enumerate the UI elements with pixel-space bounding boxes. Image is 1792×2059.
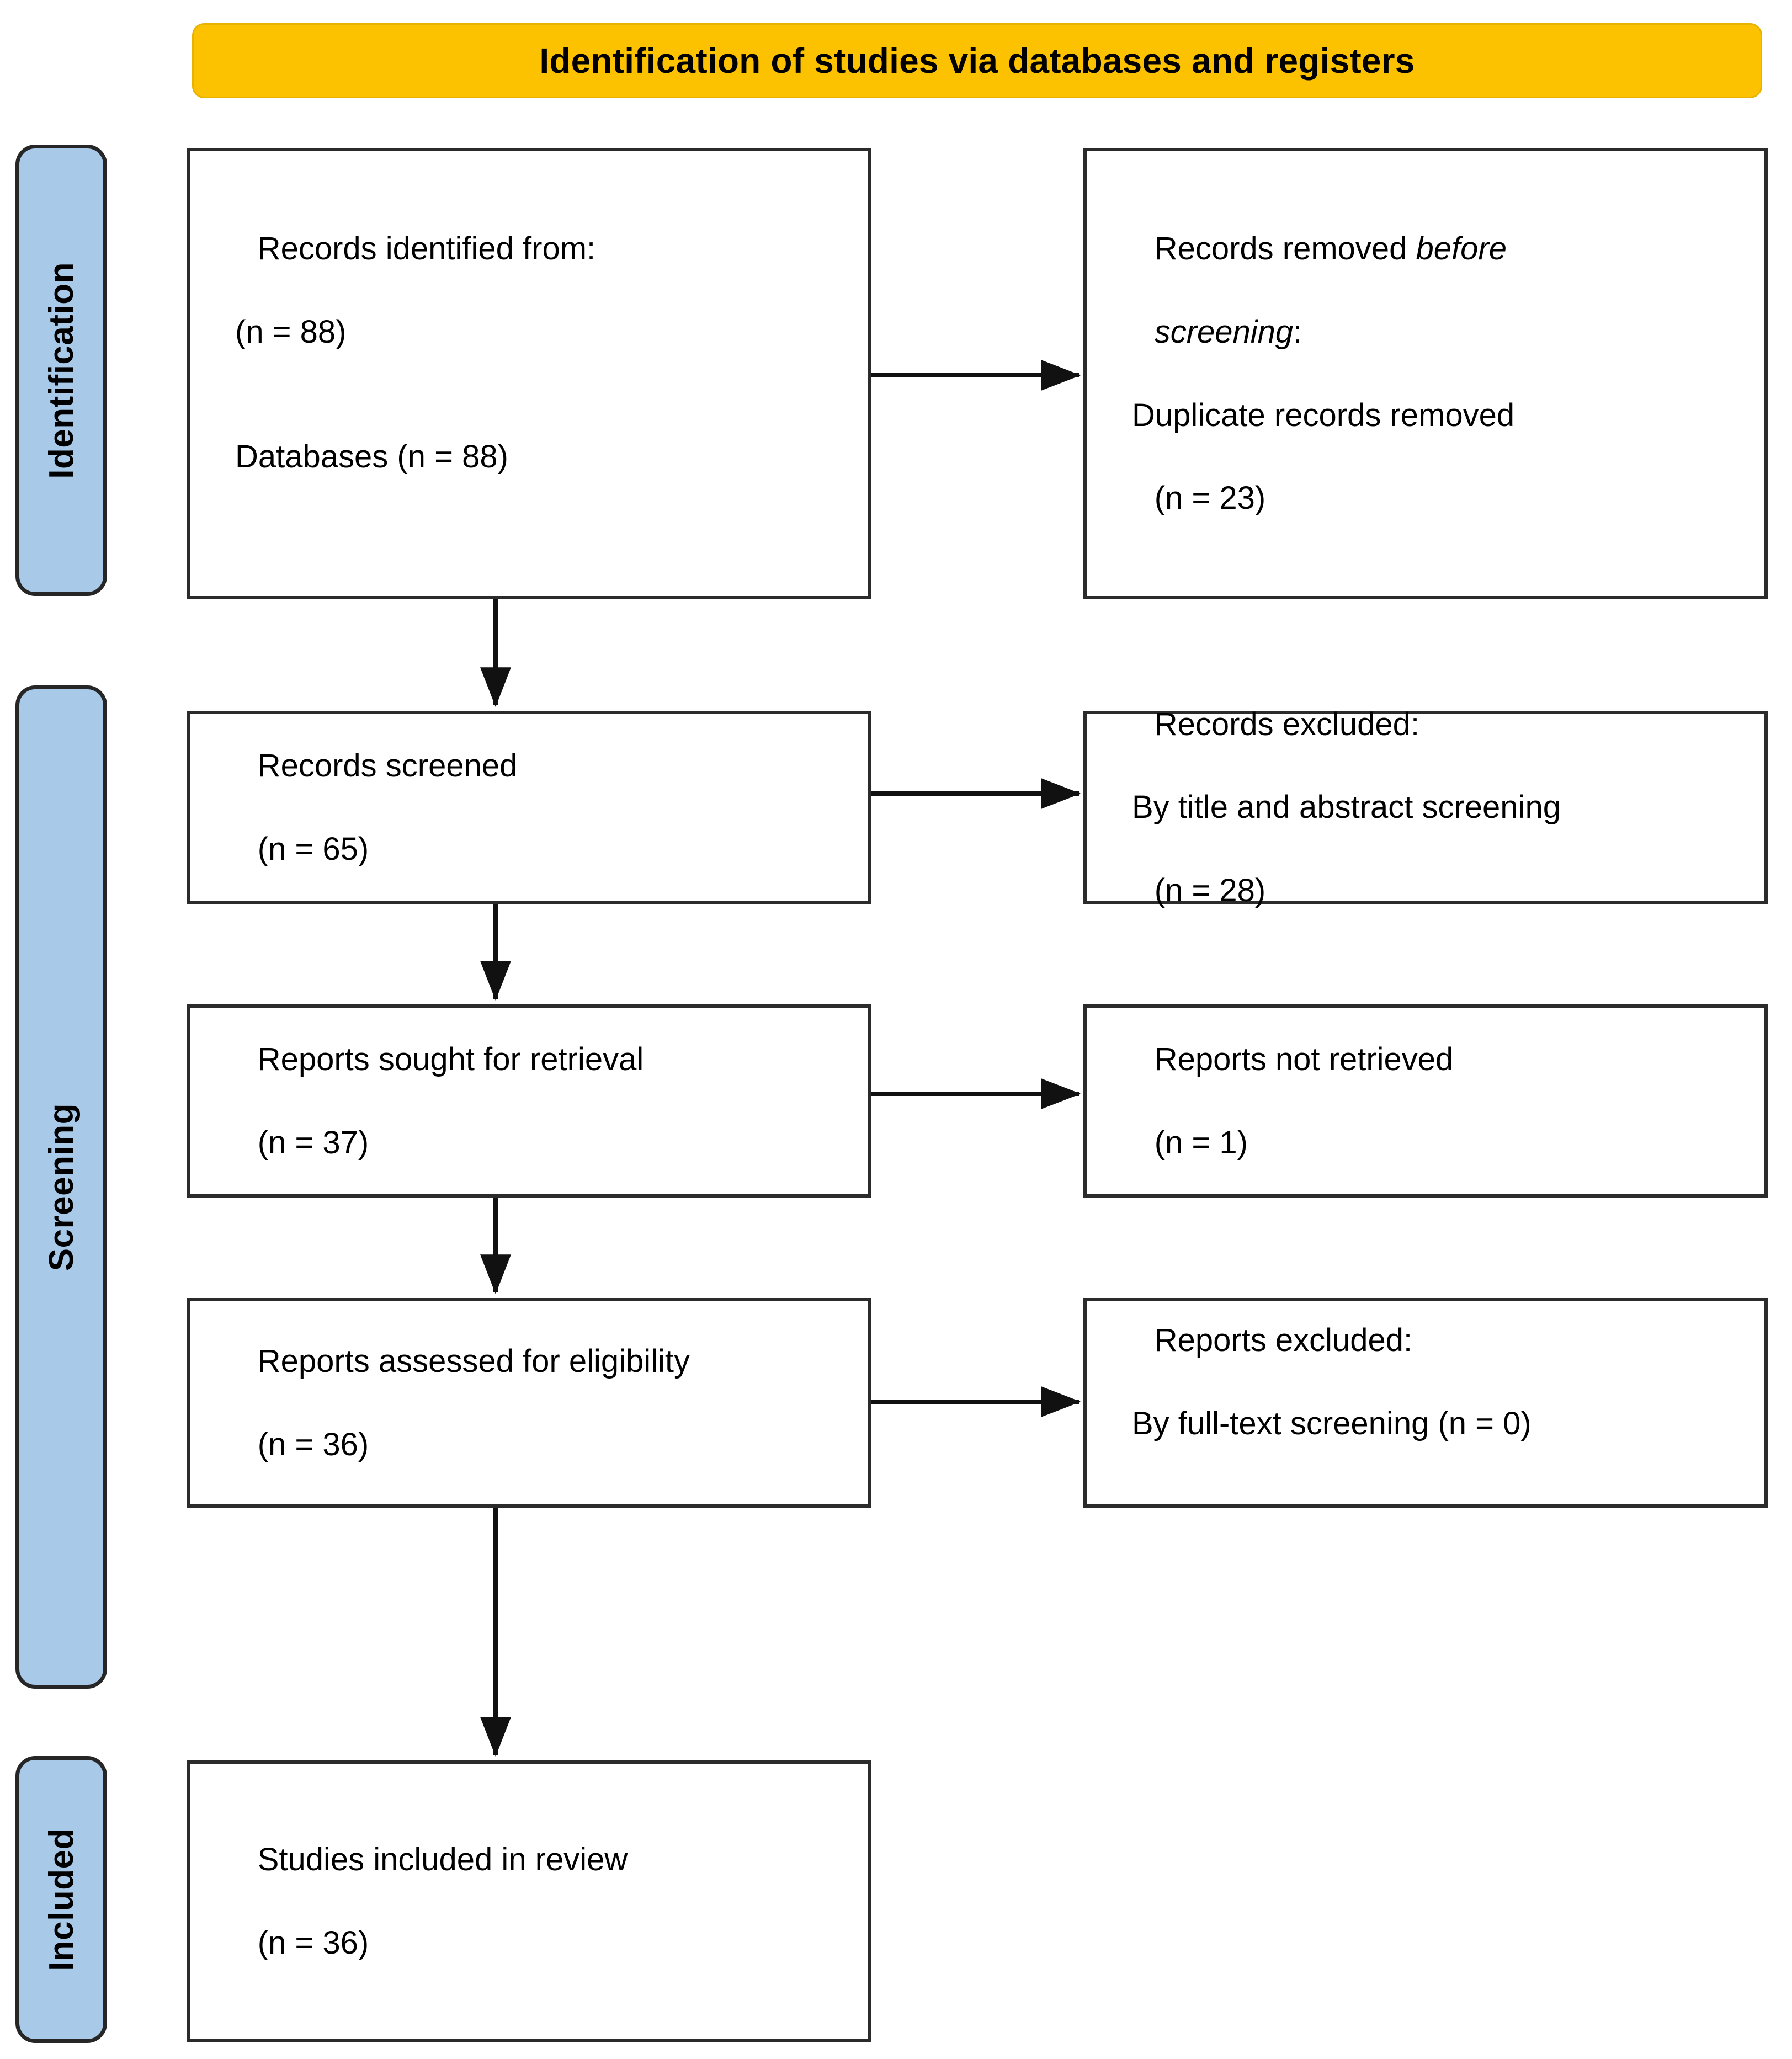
studies-included-line2: (n = 36)	[257, 1924, 369, 1961]
records-removed-line2: screening	[1154, 313, 1294, 350]
stage-label-included: Included	[15, 1756, 107, 2043]
stage-label-screening-text: Screening	[42, 1103, 81, 1271]
box-records-screened-text: Records screened (n = 65)	[190, 704, 868, 912]
box-records-identified: Records identified from: (n = 88) Databa…	[187, 148, 871, 599]
records-screened-line1: Records screened	[257, 747, 518, 784]
reports-sought-line2: (n = 37)	[257, 1124, 369, 1161]
records-identified-line3: Databases (n = 88)	[235, 439, 508, 475]
reports-excluded-line2: By full-text screening (n = 0)	[1132, 1406, 1532, 1441]
box-records-excluded-text: Records excluded: By title and abstract …	[1087, 662, 1764, 953]
stage-label-screening: Screening	[15, 685, 107, 1689]
stage-label-identification-text: Identification	[42, 262, 81, 479]
stage-label-included-text: Included	[42, 1828, 81, 1971]
reports-assessed-line1: Reports assessed for eligibility	[257, 1343, 690, 1379]
records-removed-line1a: Records removed	[1154, 231, 1416, 267]
box-records-screened: Records screened (n = 65)	[187, 711, 871, 904]
records-excluded-line3: (n = 28)	[1154, 872, 1266, 909]
diagram-header-banner: Identification of studies via databases …	[192, 23, 1762, 98]
reports-assessed-line2: (n = 36)	[257, 1426, 369, 1462]
box-records-removed-before-screening: Records removed before screening: Duplic…	[1083, 148, 1768, 599]
box-records-excluded: Records excluded: By title and abstract …	[1083, 706, 1768, 908]
stage-label-identification: Identification	[15, 145, 107, 596]
box-reports-sought-text: Reports sought for retrieval (n = 37)	[190, 997, 868, 1205]
box-records-removed-text: Records removed before screening: Duplic…	[1087, 187, 1764, 561]
reports-not-retrieved-line2: (n = 1)	[1154, 1124, 1248, 1161]
box-studies-included-in-review: Studies included in review (n = 36)	[187, 1760, 871, 2042]
box-reports-excluded-text: Reports excluded: By full-text screening…	[1087, 1278, 1764, 1528]
records-excluded-line1: Records excluded:	[1154, 706, 1420, 742]
box-studies-included-text: Studies included in review (n = 36)	[190, 1797, 868, 2005]
box-reports-not-retrieved: Reports not retrieved (n = 1)	[1083, 1004, 1768, 1198]
reports-excluded-line1: Reports excluded:	[1154, 1322, 1413, 1359]
reports-not-retrieved-line1: Reports not retrieved	[1154, 1041, 1454, 1077]
diagram-title: Identification of studies via databases …	[539, 41, 1415, 81]
reports-sought-line1: Reports sought for retrieval	[257, 1041, 644, 1077]
records-removed-line4: (n = 23)	[1154, 480, 1266, 517]
box-reports-assessed-for-eligibility: Reports assessed for eligibility (n = 36…	[187, 1298, 871, 1508]
records-removed-line1b: before	[1416, 231, 1507, 267]
records-screened-line2: (n = 65)	[257, 831, 369, 867]
box-reports-assessed-text: Reports assessed for eligibility (n = 36…	[190, 1299, 868, 1507]
records-removed-line3: Duplicate records removed	[1132, 397, 1515, 433]
records-identified-line2: (n = 88)	[235, 313, 347, 350]
box-records-identified-text: Records identified from: (n = 88) Databa…	[190, 187, 868, 561]
box-reports-sought-for-retrieval: Reports sought for retrieval (n = 37)	[187, 1004, 871, 1198]
studies-included-line1: Studies included in review	[257, 1841, 628, 1877]
box-reports-excluded: Reports excluded: By full-text screening…	[1083, 1298, 1768, 1508]
records-removed-line2-tail: :	[1293, 313, 1302, 350]
records-excluded-line2: By title and abstract screening	[1132, 789, 1561, 826]
records-identified-line1: Records identified from:	[257, 231, 596, 267]
box-reports-not-retrieved-text: Reports not retrieved (n = 1)	[1087, 997, 1764, 1205]
